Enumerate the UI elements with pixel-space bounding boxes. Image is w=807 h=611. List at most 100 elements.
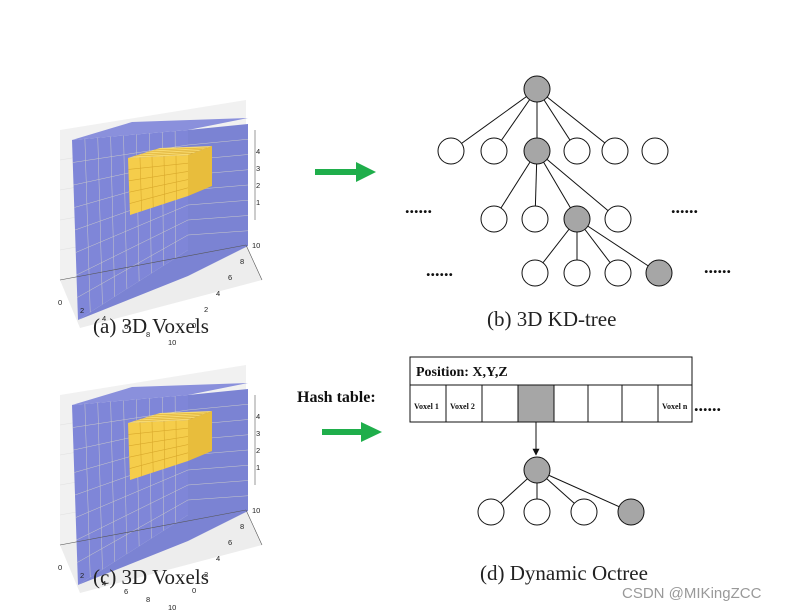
tree-edge — [450, 88, 538, 152]
y-tick-label: 2 — [204, 305, 208, 314]
voxel-axis-y — [245, 244, 263, 281]
inner-grid-h — [128, 171, 189, 182]
inner-grid-t — [147, 149, 203, 153]
y-tick-label: 6 — [228, 538, 232, 547]
z-tick-label: 1 — [256, 198, 260, 207]
tree-node — [521, 205, 549, 233]
inner-grid-h — [129, 452, 189, 469]
hash-cell — [621, 384, 659, 423]
hash-cell — [517, 384, 555, 423]
inner-grid-h — [128, 427, 189, 435]
green-arrow-top — [315, 162, 376, 182]
tree-edge — [576, 218, 660, 274]
inner-grid-h — [129, 187, 189, 204]
hash-cell — [409, 384, 447, 423]
hash-table: Position: X,Y,Z Voxel 1 Voxel 2 Voxel n — [409, 356, 693, 456]
tree-node — [604, 205, 632, 233]
tree-node — [480, 137, 508, 165]
hash-cells: Voxel 1 Voxel 2 Voxel n — [409, 384, 693, 456]
voxel-grid-r — [187, 139, 249, 146]
tree-node — [563, 259, 591, 287]
z-tick-label: 1 — [256, 463, 260, 472]
z-tick-label: 2 — [256, 181, 260, 190]
inner-grid-h — [129, 179, 189, 193]
kdtree-ellipsis-left: ...... — [405, 197, 432, 217]
hash-cell — [481, 384, 519, 423]
green-arrow-bottom — [322, 422, 382, 442]
voxel-axis-x — [59, 509, 247, 546]
z-tick-label: 4 — [256, 147, 260, 156]
voxel-top-face — [72, 383, 248, 405]
x-tick-label: 10 — [168, 603, 176, 611]
tree-node — [563, 205, 591, 233]
y-tick-label: 10 — [252, 506, 260, 515]
tree-node — [601, 137, 629, 165]
hash-cell-label: Voxel n — [662, 402, 688, 411]
tree-edge — [536, 150, 619, 220]
hash-cell-label: Voxel 1 — [414, 402, 439, 411]
voxel-grid-r — [187, 230, 249, 236]
hash-ellipsis: ...... — [694, 395, 721, 415]
tree-node — [604, 259, 632, 287]
y-tick-label: 4 — [216, 554, 220, 563]
caption-b: (b) 3D KD-tree — [487, 307, 616, 331]
voxel-top-face — [72, 118, 248, 140]
voxel-grid-r — [187, 200, 249, 206]
inner-grid-t — [147, 414, 203, 418]
y-tick-label: 4 — [216, 289, 220, 298]
octree-node — [617, 498, 645, 526]
hash-cell-label: Voxel 2 — [450, 402, 475, 411]
tree-node-root — [523, 75, 551, 103]
inner-grid-t — [153, 412, 208, 416]
octree-node — [570, 498, 598, 526]
y-tick-label: 10 — [252, 241, 260, 250]
inner-grid-t — [134, 152, 193, 157]
y-tick-label: 8 — [240, 522, 244, 531]
voxel-grid-r — [187, 480, 249, 486]
tree-node — [523, 137, 551, 165]
z-tick-label: 3 — [256, 429, 260, 438]
hash-cell — [553, 384, 589, 423]
voxel-grid-r — [187, 404, 249, 411]
caption-d: (d) Dynamic Octree — [480, 561, 648, 585]
inner-grid-v — [139, 157, 142, 212]
caption-c: (c) 3D Voxels — [93, 565, 209, 589]
position-label: Position: X,Y,Z — [416, 365, 508, 380]
voxel-axis-y — [245, 509, 263, 546]
x-tick-label: 6 — [124, 587, 128, 596]
inner-grid-h — [128, 436, 189, 447]
y-tick-label: 0 — [192, 321, 196, 330]
caption-a: (a) 3D Voxels — [93, 314, 209, 338]
voxel-axis-x — [59, 244, 247, 281]
inner-grid-v — [163, 421, 166, 469]
voxel-grid-h — [75, 469, 189, 518]
tree-node — [437, 137, 465, 165]
kdtree-ellipsis-right: ...... — [671, 197, 698, 217]
voxel-grid-h — [76, 219, 189, 276]
tree-node — [641, 137, 669, 165]
tree-node — [645, 259, 673, 287]
y-tick-label: 2 — [204, 570, 208, 579]
z-tick-label: 2 — [256, 446, 260, 455]
inner-block-right — [188, 146, 212, 196]
hash-table-label: Hash table: — [297, 389, 376, 406]
position-header-box — [409, 356, 693, 386]
z-tick-label: 4 — [256, 412, 260, 421]
x-tick-label: 10 — [168, 338, 176, 347]
dynamic-octree — [477, 456, 645, 526]
inner-grid-h — [128, 162, 189, 170]
x-tick-label: 6 — [124, 322, 128, 331]
watermark: CSDN @MIKingZCC — [622, 585, 762, 602]
hash-cell — [657, 384, 693, 423]
kdtree-ellipsis-bottom-right: ...... — [704, 257, 731, 277]
inner-grid-t — [140, 151, 198, 155]
octree-edge — [536, 469, 632, 513]
x-tick-label: 8 — [146, 595, 150, 604]
y-tick-label: 0 — [192, 586, 196, 595]
x-tick-label: 4 — [102, 314, 106, 323]
x-tick-label: 0 — [58, 298, 62, 307]
